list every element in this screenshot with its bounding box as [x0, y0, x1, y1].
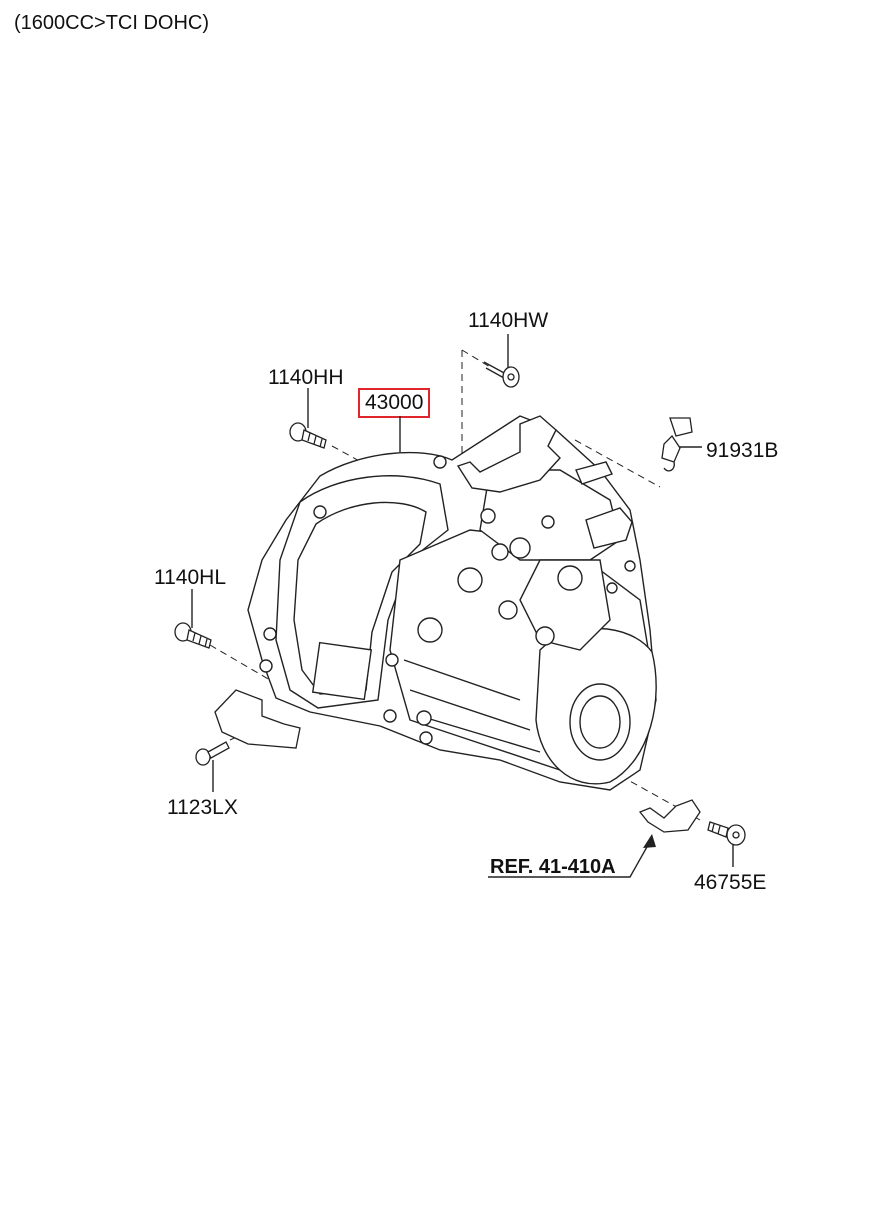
part-label-1140HH[interactable]: 1140HH [268, 366, 344, 389]
right-bracket [638, 799, 701, 833]
part-label-1140HL[interactable]: 1140HL [154, 566, 227, 589]
part-label-1140HW[interactable]: 1140HW [468, 309, 549, 332]
part-label-46755E[interactable]: 46755E [694, 871, 767, 894]
part-label-1123LX[interactable]: 1123LX [167, 796, 238, 819]
bolt-1140HW-icon [483, 361, 520, 388]
diagram-header: (1600CC>TCI DOHC) [14, 12, 210, 34]
bolt-1123LX-icon [195, 741, 230, 766]
reference-label[interactable]: REF. 41-410A [490, 856, 616, 878]
part-label-91931B[interactable]: 91931B [706, 439, 779, 462]
transaxle-housing [247, 415, 657, 791]
ref-arrowhead [643, 834, 656, 848]
dash-1140HW-top [461, 349, 491, 368]
left-bracket [214, 689, 301, 749]
bolt-46755E-icon [707, 821, 746, 846]
bolt-1140HH-icon [289, 422, 327, 449]
ref-leader [488, 837, 653, 878]
bolt-1140HL-icon [174, 622, 212, 649]
dash-91931B [574, 439, 661, 488]
part-label-43000[interactable]: 43000 [358, 388, 431, 418]
speed-sensor-icon [661, 417, 693, 472]
